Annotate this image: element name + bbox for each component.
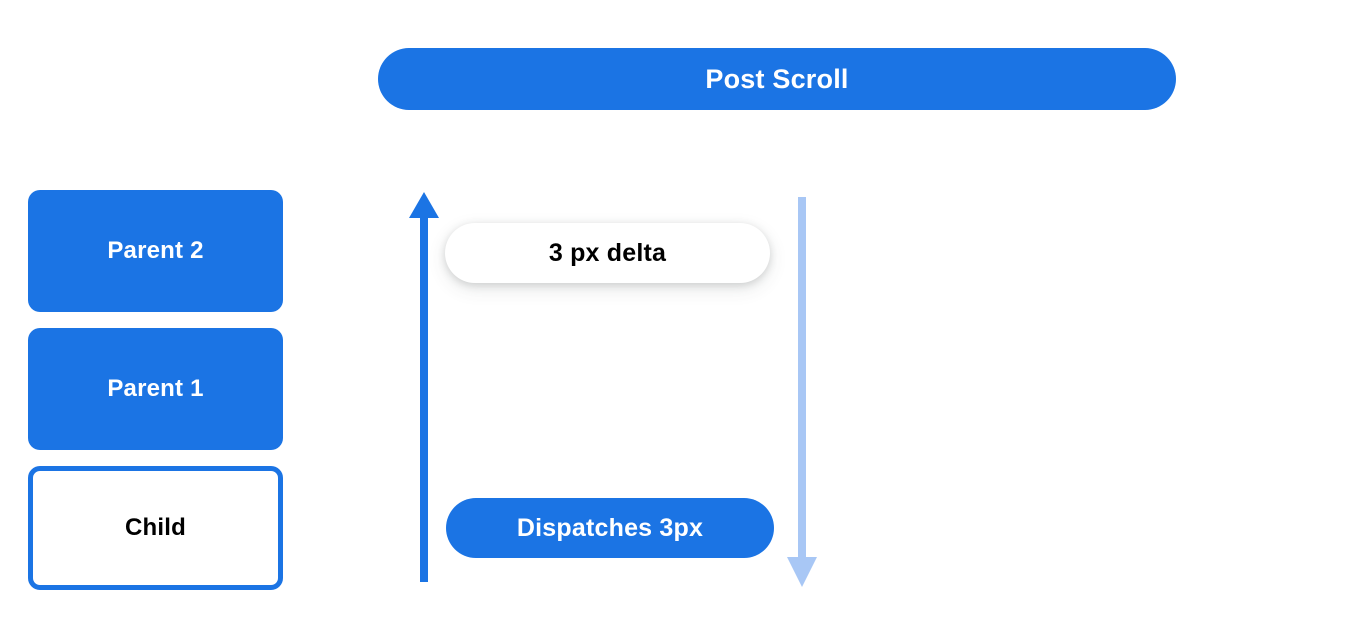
node-parent-2: Parent 2 <box>28 190 283 312</box>
callout-delta: 3 px delta <box>445 223 770 283</box>
up-arrow-icon <box>409 192 439 582</box>
callout-delta-label: 3 px delta <box>548 238 667 267</box>
node-parent-1-label: Parent 1 <box>107 375 204 402</box>
post-scroll-banner-label: Post Scroll <box>705 63 849 94</box>
node-parent-2-label: Parent 2 <box>107 237 204 264</box>
down-arrow-icon <box>787 197 817 587</box>
post-scroll-banner: Post Scroll <box>378 48 1176 110</box>
callout-dispatches: Dispatches 3px <box>446 498 774 558</box>
callout-dispatches-label: Dispatches 3px <box>516 513 704 542</box>
node-parent-1: Parent 1 <box>28 328 283 450</box>
node-child-label: Child <box>125 514 186 541</box>
node-child: Child <box>28 466 283 590</box>
